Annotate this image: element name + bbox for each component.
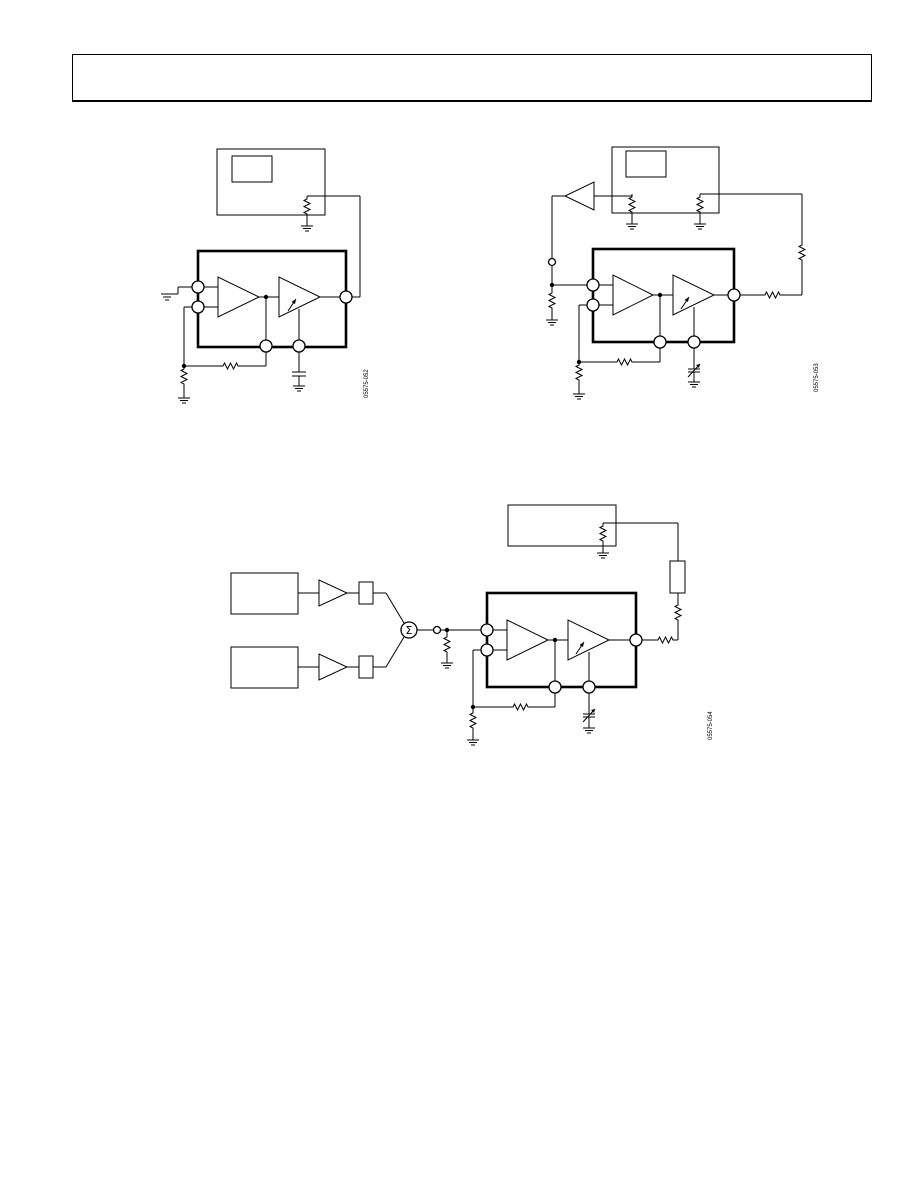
pin-gain (292, 339, 306, 353)
summing-symbol: Σ (406, 624, 413, 637)
driver-amp-2 (318, 653, 349, 681)
input-terminal (432, 625, 442, 635)
instrument-box (507, 504, 617, 547)
instrument-display (625, 150, 667, 178)
pin-input-minus (191, 300, 205, 314)
pin-gain (582, 680, 596, 694)
instrument-box (216, 148, 326, 216)
figure-number: 05575-054 (708, 711, 714, 740)
pin-feedback (653, 335, 667, 349)
preamp-triangle (217, 276, 261, 318)
figure-number: 05575-052 (364, 369, 370, 398)
pin-output (629, 633, 643, 647)
instrument-display (231, 155, 273, 183)
filter-block (669, 560, 686, 594)
figure-1: 05575-052 (161, 148, 370, 404)
signal-source-2 (230, 646, 299, 689)
instrument-box (611, 146, 720, 214)
figure-3: Σ (230, 504, 714, 746)
signal-source-1 (230, 572, 299, 615)
pin-input-plus (586, 278, 600, 292)
pin-input-plus (191, 280, 205, 294)
pin-input-minus (586, 298, 600, 312)
input-terminal (547, 257, 557, 267)
page-header-box (72, 54, 872, 102)
attenuator-1 (358, 581, 374, 605)
driver-amp-1 (318, 579, 349, 607)
figure-number: 05575-053 (814, 363, 820, 392)
pin-output (727, 288, 741, 302)
attenuator-2 (358, 655, 374, 679)
figure-2: 05575-053 (545, 146, 820, 400)
buffer-amp-triangle (563, 181, 595, 211)
pin-gain (687, 335, 701, 349)
preamp-triangle (612, 274, 655, 316)
pin-input-minus (480, 643, 494, 657)
pin-feedback (548, 680, 562, 694)
amplifier-ic-body (196, 249, 348, 349)
pin-feedback (259, 339, 273, 353)
pin-input-plus (480, 623, 494, 637)
pin-output (339, 290, 353, 304)
preamp-triangle (506, 619, 550, 661)
